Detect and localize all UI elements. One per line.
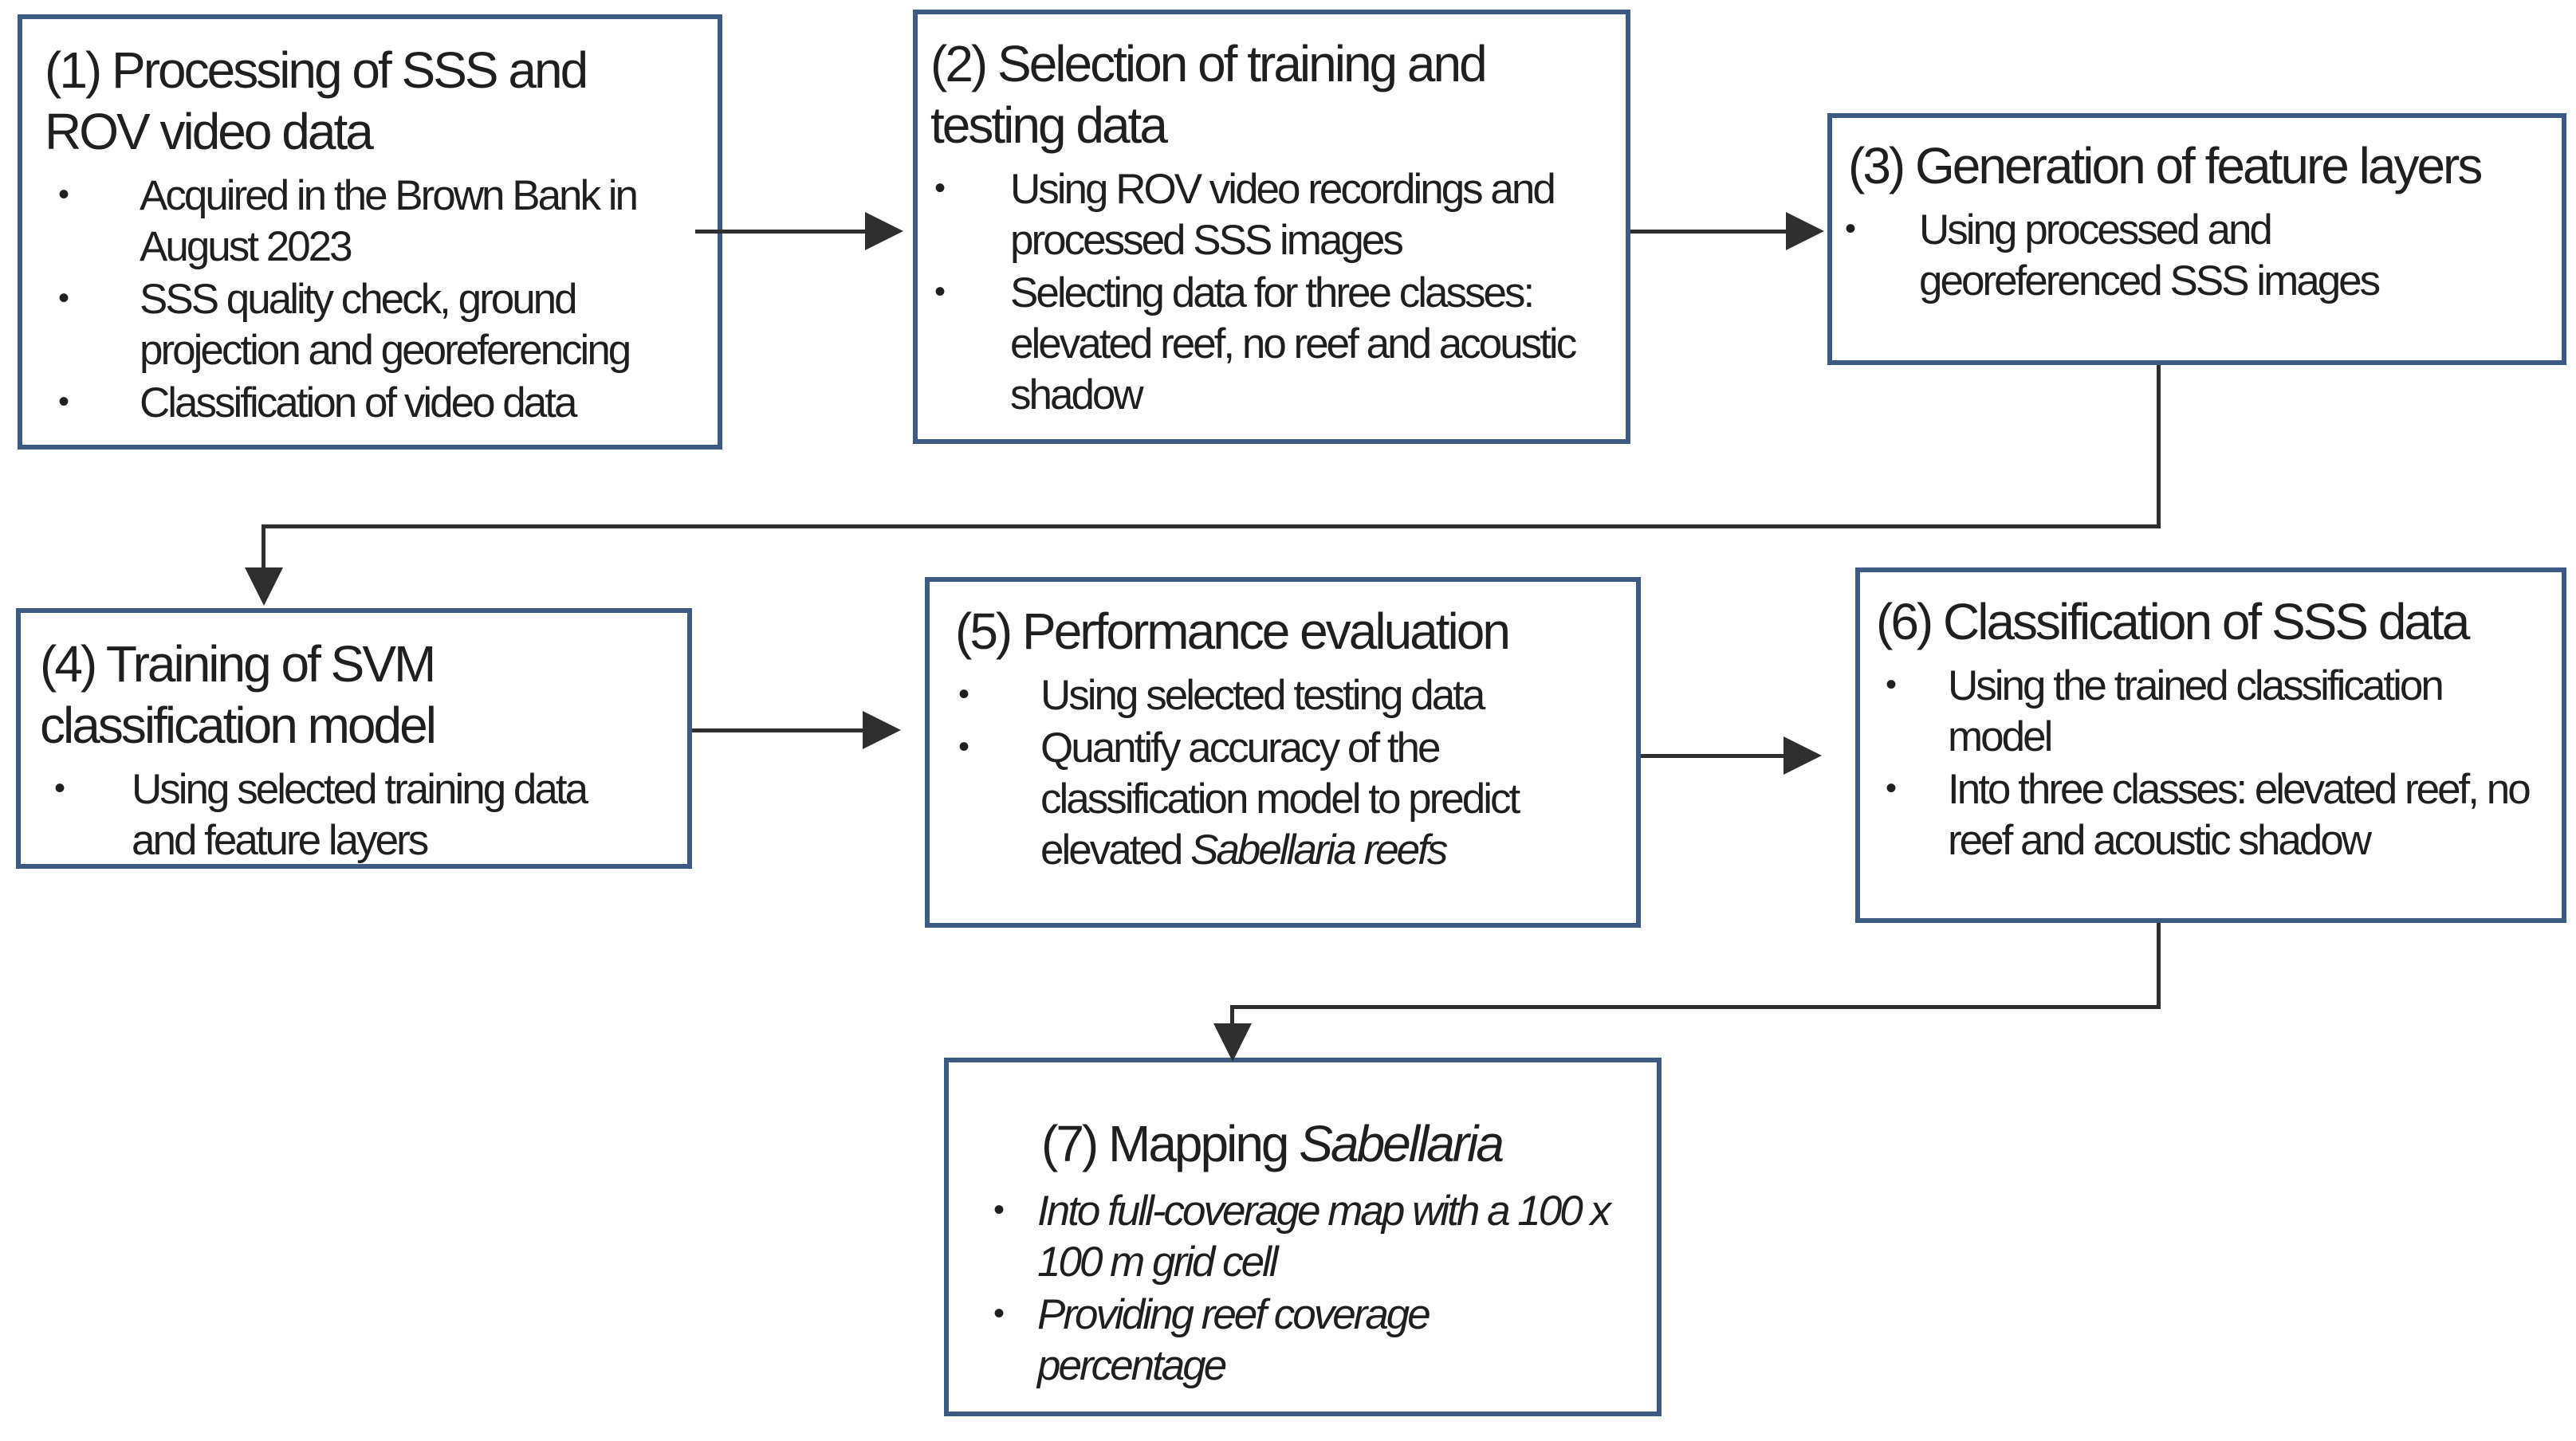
- bullet-text: Using selected testing data: [1040, 672, 1485, 719]
- step-7-box: (7) Mapping Sabellaria Into full-coverag…: [944, 1058, 1662, 1416]
- step-3-title: (3) Generation of feature layers: [1848, 137, 2483, 194]
- step-3-box: (3) Generation of feature layers Using p…: [1827, 113, 2566, 365]
- bullet-item: Using the trained classification model: [1873, 659, 2549, 763]
- step-4-title: (4) Training of SVM classification model: [40, 635, 437, 754]
- bullet-item: Classification of video data: [35, 376, 705, 429]
- bullet-text: Into three classes: elevated reef, no re…: [1948, 766, 2531, 864]
- bullet-text: Using ROV video recordings and processed…: [1010, 166, 1556, 264]
- step-7-bullet-list: Into full-coverage map with a 100 x 100 …: [962, 1184, 1644, 1392]
- step-1-box: (1) Processing of SSS and ROV video data…: [18, 14, 722, 450]
- step-3-bullet-list: Using processed and georeferenced SSS im…: [1845, 203, 2549, 307]
- bullet-item: Acquired in the Brown Bank in August 202…: [35, 169, 705, 273]
- step-4-box: (4) Training of SVM classification model…: [16, 608, 692, 869]
- step-7-title: (7) Mapping Sabellaria: [962, 1113, 1644, 1175]
- bullet-text: Using the trained classification model: [1948, 662, 2444, 760]
- arrowhead-right-icon: [1786, 212, 1824, 250]
- bullet-text: Into full-coverage map with a 100 x 100 …: [1037, 1188, 1611, 1286]
- bullet-item: Selecting data for three classes: elevat…: [930, 266, 1613, 421]
- bullet-item: Using ROV video recordings and processed…: [930, 163, 1613, 266]
- bullet-text: Acquired in the Brown Bank in August 202…: [140, 172, 639, 270]
- step-1-bullet-list: Acquired in the Brown Bank in August 202…: [35, 169, 705, 429]
- bullet-item: Quantify accuracy of the classification …: [942, 721, 1623, 876]
- arrowhead-right-icon: [863, 711, 901, 749]
- arrow-line-segment: [695, 230, 867, 234]
- arrow-line-segment: [262, 524, 2161, 528]
- bullet-item: Using processed and georeferenced SSS im…: [1845, 203, 2549, 307]
- bullet-text: SSS quality check, ground projection and…: [140, 276, 631, 374]
- bullet-text: Selecting data for three classes: elevat…: [1010, 269, 1577, 418]
- arrowhead-right-icon: [865, 212, 903, 250]
- arrow-line-segment: [2157, 365, 2161, 528]
- bullet-text: Using selected training data and feature…: [132, 766, 588, 864]
- bullet-text: Providing reef coverage percentage: [1037, 1291, 1431, 1389]
- arrowhead-down-icon: [1213, 1023, 1252, 1062]
- arrow-line-segment: [1230, 1005, 1234, 1027]
- bullet-item: Providing reef coverage percentage: [962, 1288, 1644, 1392]
- bullet-item: Into three classes: elevated reef, no re…: [1873, 763, 2549, 866]
- bullet-item: Into full-coverage map with a 100 x 100 …: [962, 1184, 1644, 1288]
- bullet-item: SSS quality check, ground projection and…: [35, 273, 705, 376]
- step-7-title-text: (7) Mapping: [1041, 1115, 1300, 1172]
- arrow-line-segment: [1230, 1005, 2161, 1009]
- step-4-bullet-list: Using selected training data and feature…: [33, 763, 674, 866]
- bullet-text: Using processed and georeferenced SSS im…: [1919, 206, 2381, 304]
- arrow-line-segment: [1641, 754, 1785, 758]
- bullet-item: Using selected training data and feature…: [33, 763, 674, 866]
- step-2-title: (2) Selection of training and testing da…: [930, 35, 1488, 154]
- arrow-line-segment: [2157, 923, 2161, 1009]
- arrow-line-segment: [692, 728, 864, 732]
- step-2-bullet-list: Using ROV video recordings and processed…: [930, 163, 1613, 421]
- arrowhead-down-icon: [245, 567, 283, 606]
- arrowhead-right-icon: [1784, 736, 1822, 775]
- bullet-item: Using selected testing data: [942, 669, 1623, 721]
- bullet-text: Classification of video data: [140, 379, 577, 426]
- arrow-line-segment: [262, 524, 265, 569]
- step-7-title-italic: Sabellaria: [1299, 1115, 1504, 1172]
- step-1-title: (1) Processing of SSS and ROV video data: [45, 41, 588, 160]
- step-5-box: (5) Performance evaluation Using selecte…: [925, 577, 1641, 928]
- step-5-bullet-list: Using selected testing data Quantify acc…: [942, 669, 1623, 876]
- step-5-title: (5) Performance evaluation: [955, 603, 1511, 660]
- step-6-box: (6) Classification of SSS data Using the…: [1855, 567, 2566, 923]
- step-2-box: (2) Selection of training and testing da…: [913, 10, 1630, 444]
- step-6-bullet-list: Using the trained classification model I…: [1873, 659, 2549, 866]
- bullet-text-italic: Sabellaria reefs: [1190, 827, 1448, 874]
- bullet-text: Quantify accuracy of the classification …: [1040, 724, 1520, 874]
- arrow-line-segment: [1630, 230, 1787, 234]
- step-6-title: (6) Classification of SSS data: [1876, 593, 2470, 650]
